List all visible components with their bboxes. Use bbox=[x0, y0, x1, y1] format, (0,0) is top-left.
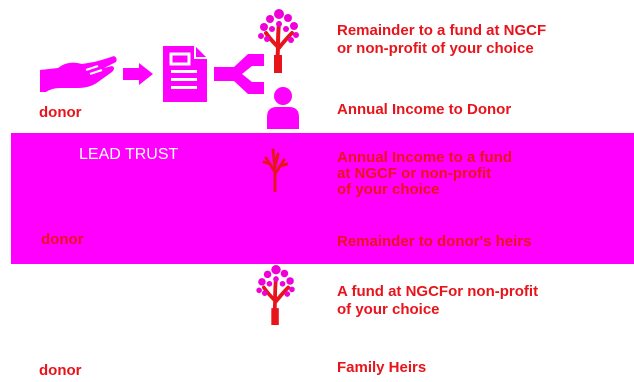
top-remainder-text: Remainder to a fund at NGCF or non-profi… bbox=[337, 22, 547, 57]
bottom-heirs-text: Family Heirs bbox=[337, 359, 427, 376]
document-icon bbox=[163, 46, 207, 102]
bottom-fund-text: A fund at NGCFor non-profit of your choi… bbox=[337, 283, 539, 318]
lead-donor-label: donor bbox=[41, 231, 84, 248]
top-income-text: Annual Income to Donor bbox=[337, 101, 512, 118]
arrow-icon bbox=[123, 63, 153, 85]
bottom-tree-icon bbox=[256, 265, 295, 325]
lead-trust-band bbox=[11, 133, 634, 264]
bottom-donor-label: donor bbox=[39, 362, 82, 379]
lead-remainder-text: Remainder to donor's heirs bbox=[337, 233, 532, 250]
person-icon bbox=[267, 87, 299, 129]
lead-trust-title: LEAD TRUST bbox=[79, 146, 179, 163]
top-donor-label: donor bbox=[39, 104, 82, 121]
hand-icon bbox=[40, 56, 117, 92]
tree-icon bbox=[258, 9, 299, 73]
lead-income-text: Annual Income to a fund at NGCF or non-p… bbox=[337, 149, 512, 198]
split-arrow-icon bbox=[214, 54, 264, 94]
bare-tree-icon bbox=[262, 148, 288, 192]
